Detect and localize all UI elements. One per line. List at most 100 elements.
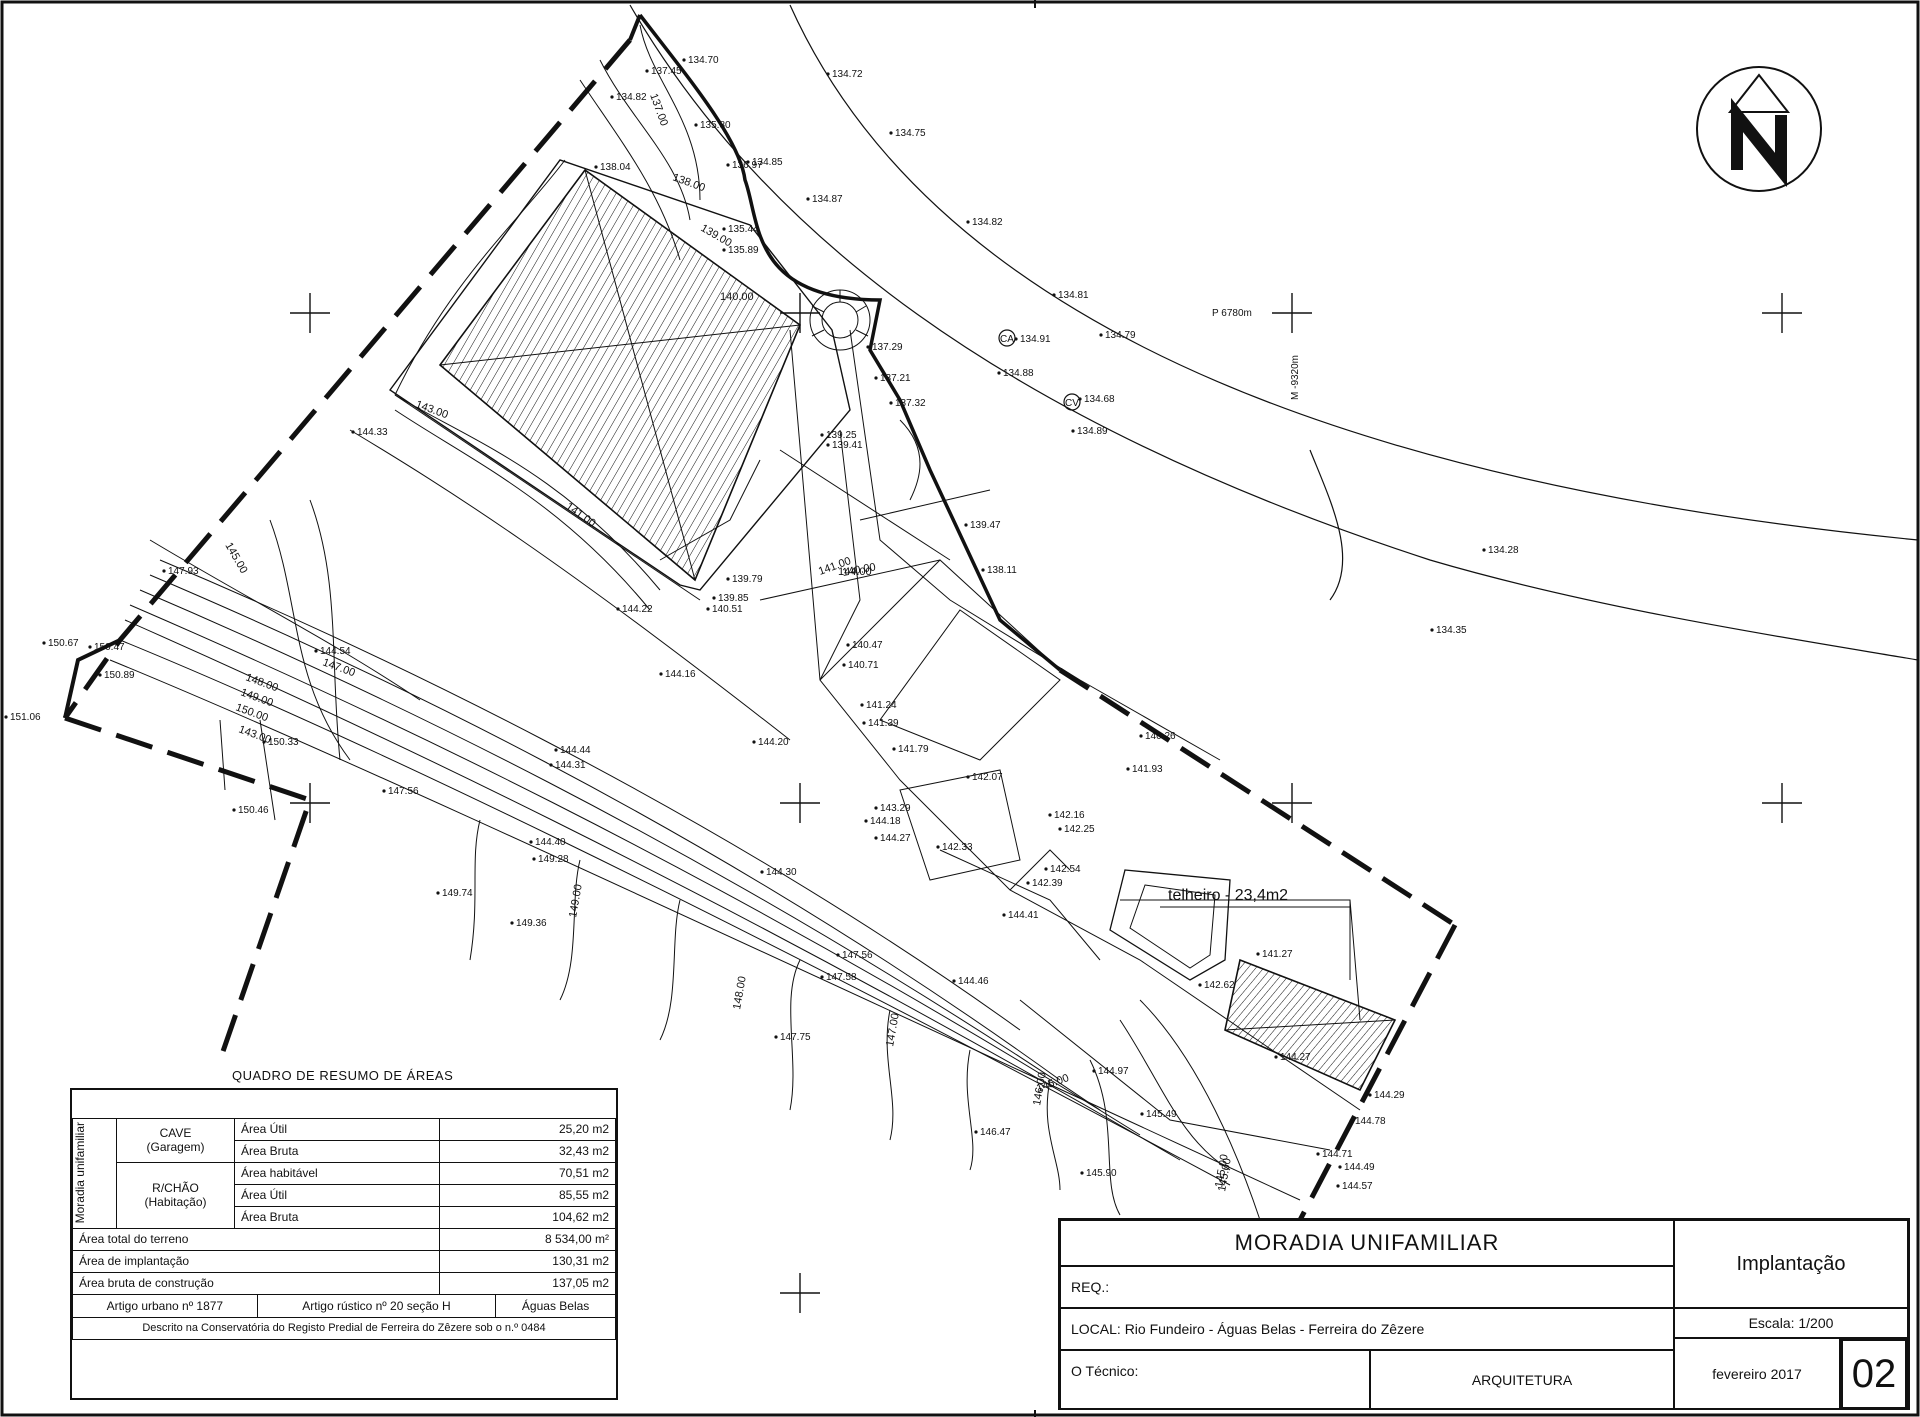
- contour-label: 141.00: [563, 501, 597, 530]
- spiral-stair: [809, 289, 871, 351]
- spot-elevation-dot: [806, 197, 810, 201]
- spot-elevation-dot: [862, 721, 866, 725]
- spot-elevation-dot: [549, 763, 553, 767]
- spot-elevation-dot: [981, 568, 985, 572]
- spot-elevation: 134.89: [1077, 426, 1108, 437]
- spot-elevation-dot: [616, 607, 620, 611]
- spot-elevation-dot: [1126, 767, 1130, 771]
- spot-elevation: 134.72: [832, 69, 863, 80]
- spot-elevation: 144.44: [560, 745, 591, 756]
- contour-label: 145.00: [1213, 1153, 1231, 1188]
- spot-elevation: 147.58: [826, 972, 857, 983]
- contour-label: 147.00: [884, 1012, 902, 1047]
- spot-elevation-dot: [746, 160, 750, 164]
- spot-elevation: 141.39: [868, 718, 899, 729]
- spot-elevation: 144.27: [1280, 1052, 1311, 1063]
- spot-elevation-dot: [966, 775, 970, 779]
- spot-elevation-dot: [952, 979, 956, 983]
- spot-elevation: 135.44: [728, 224, 759, 235]
- spot-elevation-dot: [974, 1130, 978, 1134]
- spot-elevation-dot: [645, 69, 649, 73]
- spot-elevation: 134.28: [1488, 545, 1519, 556]
- spot-elevations: 134.70134.72134.82137.45135.80136.97134.…: [4, 55, 1519, 1192]
- spot-elevation-dot: [826, 72, 830, 76]
- cave-row-value: 25,20 m2: [438, 1117, 617, 1141]
- spot-elevation-dot: [1002, 913, 1006, 917]
- spot-elevation: 140.47: [852, 640, 883, 651]
- spot-elevation-dot: [436, 891, 440, 895]
- spot-elevation: 142.33: [942, 842, 973, 853]
- spot-elevation-dot: [966, 220, 970, 224]
- spot-elevation: 134.70: [688, 55, 719, 66]
- contour-label: 140.00: [841, 561, 876, 579]
- spot-elevation-dot: [836, 953, 840, 957]
- spot-elevation: 144.22: [622, 604, 653, 615]
- spot-elevation-dot: [892, 747, 896, 751]
- spot-elevation: 144.40: [535, 837, 566, 848]
- manhole-cv: [1063, 393, 1081, 411]
- spot-elevation: 149.28: [538, 854, 569, 865]
- spot-elevation: 135.80: [700, 120, 731, 131]
- contour-label: 137.00: [647, 92, 670, 128]
- spot-elevation-dot: [774, 1035, 778, 1039]
- spot-elevation: 147.93: [168, 566, 199, 577]
- spot-elevation: 142.16: [1054, 810, 1085, 821]
- spot-elevation: 141.79: [898, 744, 929, 755]
- spot-elevation-dot: [826, 443, 830, 447]
- spot-elevation-dot: [860, 703, 864, 707]
- spot-elevation-dot: [1052, 293, 1056, 297]
- spot-elevation: 140.26: [1145, 731, 1176, 742]
- spot-elevation: 134.82: [972, 217, 1003, 228]
- spot-elevation-dot: [866, 345, 870, 349]
- contour-label: 145.00: [222, 541, 249, 576]
- spot-elevation: 134.81: [1058, 290, 1089, 301]
- spot-elevation: 145.49: [1146, 1109, 1177, 1120]
- spot-elevation-dot: [722, 227, 726, 231]
- spot-elevation: 138.04: [600, 162, 631, 173]
- spot-elevation: 142.25: [1064, 824, 1095, 835]
- spot-elevation: 144.78: [1355, 1116, 1386, 1127]
- rchao-name: R/CHÃO: [152, 1181, 199, 1195]
- contour-label: 147.00: [321, 657, 357, 680]
- group-label: Moradia unifamiliar: [73, 1122, 87, 1224]
- spot-elevation: 144.29: [1374, 1090, 1405, 1101]
- summary-title: QUADRO DE RESUMO DE ÁREAS: [232, 1068, 454, 1083]
- spot-elevation-dot: [706, 607, 710, 611]
- contour-label: 145.00: [1216, 1157, 1234, 1192]
- spot-elevation-dot: [712, 596, 716, 600]
- spot-elevation-dot: [997, 371, 1001, 375]
- spot-elevation-dot: [1099, 333, 1103, 337]
- spot-elevation-dot: [874, 376, 878, 380]
- spot-elevation-dot: [98, 673, 102, 677]
- contour-lines: [109, 24, 1301, 1221]
- spot-elevation-dot: [162, 569, 166, 573]
- spot-elevation: 134.82: [616, 92, 647, 103]
- spot-elevation: 142.62: [1204, 980, 1235, 991]
- spot-elevation-dot: [874, 806, 878, 810]
- registo-predial: Descrito na Conservatória do Registo Pre…: [72, 1316, 616, 1340]
- spot-elevation: 149.36: [516, 918, 547, 929]
- spot-elevation-dot: [594, 165, 598, 169]
- spot-elevation-dot: [864, 819, 868, 823]
- total-row-value: 130,31 m2: [438, 1249, 617, 1273]
- marker-cv: CV: [1065, 398, 1079, 409]
- road-edges: [629, 4, 1919, 661]
- contour-labels: 137.00138.00139.00140.00141.00145.00145.…: [222, 92, 1233, 1193]
- spot-elevation-dot: [752, 740, 756, 744]
- spot-elevation: 134.68: [1084, 394, 1115, 405]
- rchao-sub: (Habitação): [144, 1195, 207, 1209]
- cave-row-label: Área Útil: [234, 1117, 440, 1141]
- spot-elevation-dot: [554, 748, 558, 752]
- spot-elevation: 150.46: [238, 805, 269, 816]
- scale-label: Escala: 1/200: [1748, 1315, 1834, 1331]
- spot-elevation: 150.47: [94, 642, 125, 653]
- spot-elevation: 139.47: [970, 520, 1001, 531]
- spot-elevation-dot: [820, 975, 824, 979]
- spot-elevation: 137.21: [880, 373, 911, 384]
- roof-label: telheiro - 23,4m2: [1168, 887, 1288, 904]
- spot-elevation: 145.90: [1086, 1168, 1117, 1179]
- spot-elevation: 142.39: [1032, 878, 1063, 889]
- coord-m: M -9320m: [1290, 355, 1301, 400]
- project-title: MORADIA UNIFAMILIAR: [1234, 1230, 1500, 1255]
- spot-elevation: 139.25: [826, 430, 857, 441]
